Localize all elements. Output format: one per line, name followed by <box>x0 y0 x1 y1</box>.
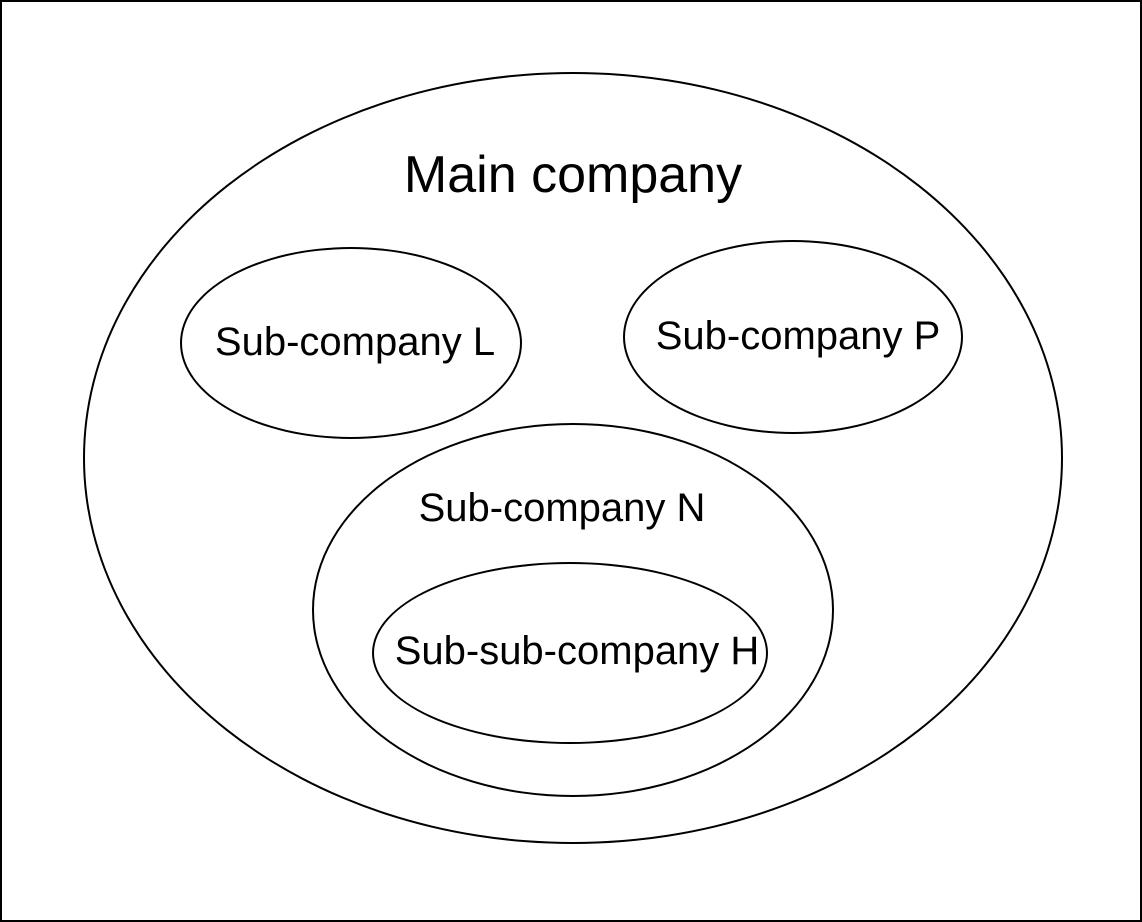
sub-sub-company-h-ellipse <box>372 562 768 744</box>
sub-company-l-label: Sub-company L <box>214 320 496 364</box>
sub-company-p-ellipse <box>623 240 963 434</box>
sub-company-n-label: Sub-company N <box>418 486 706 530</box>
sub-company-l-ellipse <box>180 247 522 439</box>
sub-company-p-label: Sub-company P <box>655 314 941 358</box>
main-company-ellipse <box>83 72 1063 844</box>
sub-sub-company-h-label: Sub-sub-company H <box>394 629 760 673</box>
main-company-label: Main company <box>403 146 743 204</box>
sub-company-n-ellipse <box>312 423 834 797</box>
